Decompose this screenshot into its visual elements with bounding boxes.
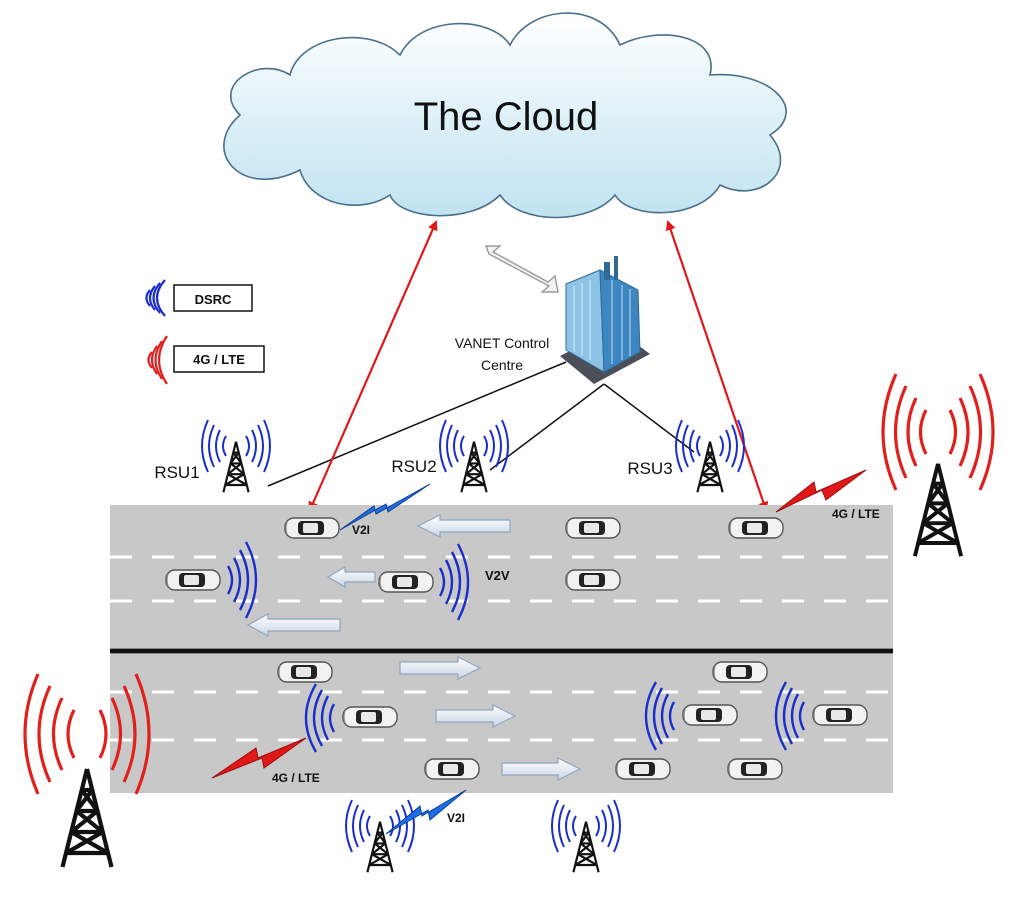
road <box>110 505 893 793</box>
car-9 <box>342 706 398 728</box>
lte-wave-icon <box>881 373 995 491</box>
rsu-bottom-left <box>345 799 415 874</box>
car-2 <box>565 517 621 539</box>
car-3 <box>728 517 784 539</box>
tower-icon <box>696 440 724 494</box>
flow-arrow-right-3 <box>501 757 582 781</box>
rsu-1-label: RSU1 <box>154 463 199 482</box>
vehicle-dsrc-waves <box>226 541 806 753</box>
flow-arrow-right-2 <box>435 704 517 728</box>
rsu-3: RSU3 <box>627 419 745 494</box>
dsrc-wave-icon <box>226 541 258 619</box>
flow-arrow-left-1 <box>416 514 511 538</box>
car-6 <box>565 569 621 591</box>
v2i-link-top: V2I <box>339 483 431 537</box>
lightning-icon <box>339 483 431 531</box>
car-14 <box>727 758 783 780</box>
lte-link-bottom: 4G / LTE <box>211 737 320 785</box>
rsu-1: RSU1 <box>154 419 271 494</box>
car-1 <box>284 517 340 539</box>
lightning-icon <box>775 469 867 513</box>
dsrc-wave-icon <box>145 279 166 317</box>
car-7 <box>277 661 333 683</box>
lte-top-label: 4G / LTE <box>832 507 880 521</box>
dsrc-wave-icon <box>551 799 621 853</box>
dsrc-wave-icon <box>439 419 509 473</box>
lte-bottom-label: 4G / LTE <box>272 771 320 785</box>
rsu-3-label: RSU3 <box>627 459 672 478</box>
car-5 <box>378 571 434 593</box>
rsu-side-cloud-link-arrow <box>308 220 438 512</box>
cloud-label: The Cloud <box>414 95 599 139</box>
rsu-2-label: RSU2 <box>391 457 436 476</box>
car-4 <box>165 569 221 591</box>
cloud: The Cloud <box>223 12 787 219</box>
car-8 <box>712 661 768 683</box>
dsrc-wave-icon <box>774 681 806 751</box>
tower-icon <box>460 440 488 494</box>
lightning-icon <box>211 737 307 779</box>
lte-wave-icon <box>147 335 168 385</box>
lte-link-top: 4G / LTE <box>775 469 880 521</box>
tower-icon <box>915 464 961 556</box>
tower-icon <box>222 440 250 494</box>
rsu-2: RSU2 <box>391 419 509 494</box>
dsrc-wave-icon <box>304 683 336 753</box>
cloud-uplinks <box>308 220 769 512</box>
dsrc-wave-icon <box>345 799 415 853</box>
dsrc-wave-icon <box>644 681 676 751</box>
car-13 <box>615 758 671 780</box>
v2i-bottom-label: V2I <box>447 811 465 825</box>
lte-legend-box <box>173 345 265 373</box>
rsu-bottom-right <box>551 799 621 874</box>
traffic-flow-arrows <box>246 514 582 781</box>
flow-arrow-right-1 <box>399 656 482 680</box>
v2i-top-label: V2I <box>352 523 370 537</box>
legend: DSRC 4G / LTE <box>145 279 265 385</box>
control-centre: VANET Control Centre <box>455 245 650 384</box>
dsrc-wave-icon <box>675 419 745 473</box>
lte-tower-right <box>881 373 995 556</box>
flow-arrow-left-3 <box>246 612 341 638</box>
control-centre-label-line2: Centre <box>481 357 523 373</box>
cloud-centre-link-arrow <box>484 245 559 293</box>
v2v-label: V2V <box>485 568 510 583</box>
lightning-icon <box>385 789 467 835</box>
tower-icon <box>366 820 394 874</box>
car-10 <box>682 704 738 726</box>
dsrc-wave-icon <box>201 419 271 473</box>
tower-icon <box>572 820 600 874</box>
flow-arrow-left-2 <box>326 565 376 589</box>
lte-wave-icon <box>23 673 151 795</box>
control-centre-label-line1: VANET Control <box>455 335 549 351</box>
lte-legend-label: 4G / LTE <box>193 352 245 367</box>
car-12 <box>424 758 480 780</box>
car-11 <box>812 704 868 726</box>
building-icon <box>560 256 650 384</box>
dsrc-wave-icon <box>438 543 470 621</box>
dsrc-legend-label: DSRC <box>195 292 232 307</box>
lte-side-cloud-link-arrow <box>665 220 769 512</box>
v2i-link-bottom: V2I <box>385 789 467 835</box>
tower-icon <box>63 769 112 867</box>
dsrc-legend-box <box>173 284 253 312</box>
lte-tower-left <box>23 673 151 867</box>
